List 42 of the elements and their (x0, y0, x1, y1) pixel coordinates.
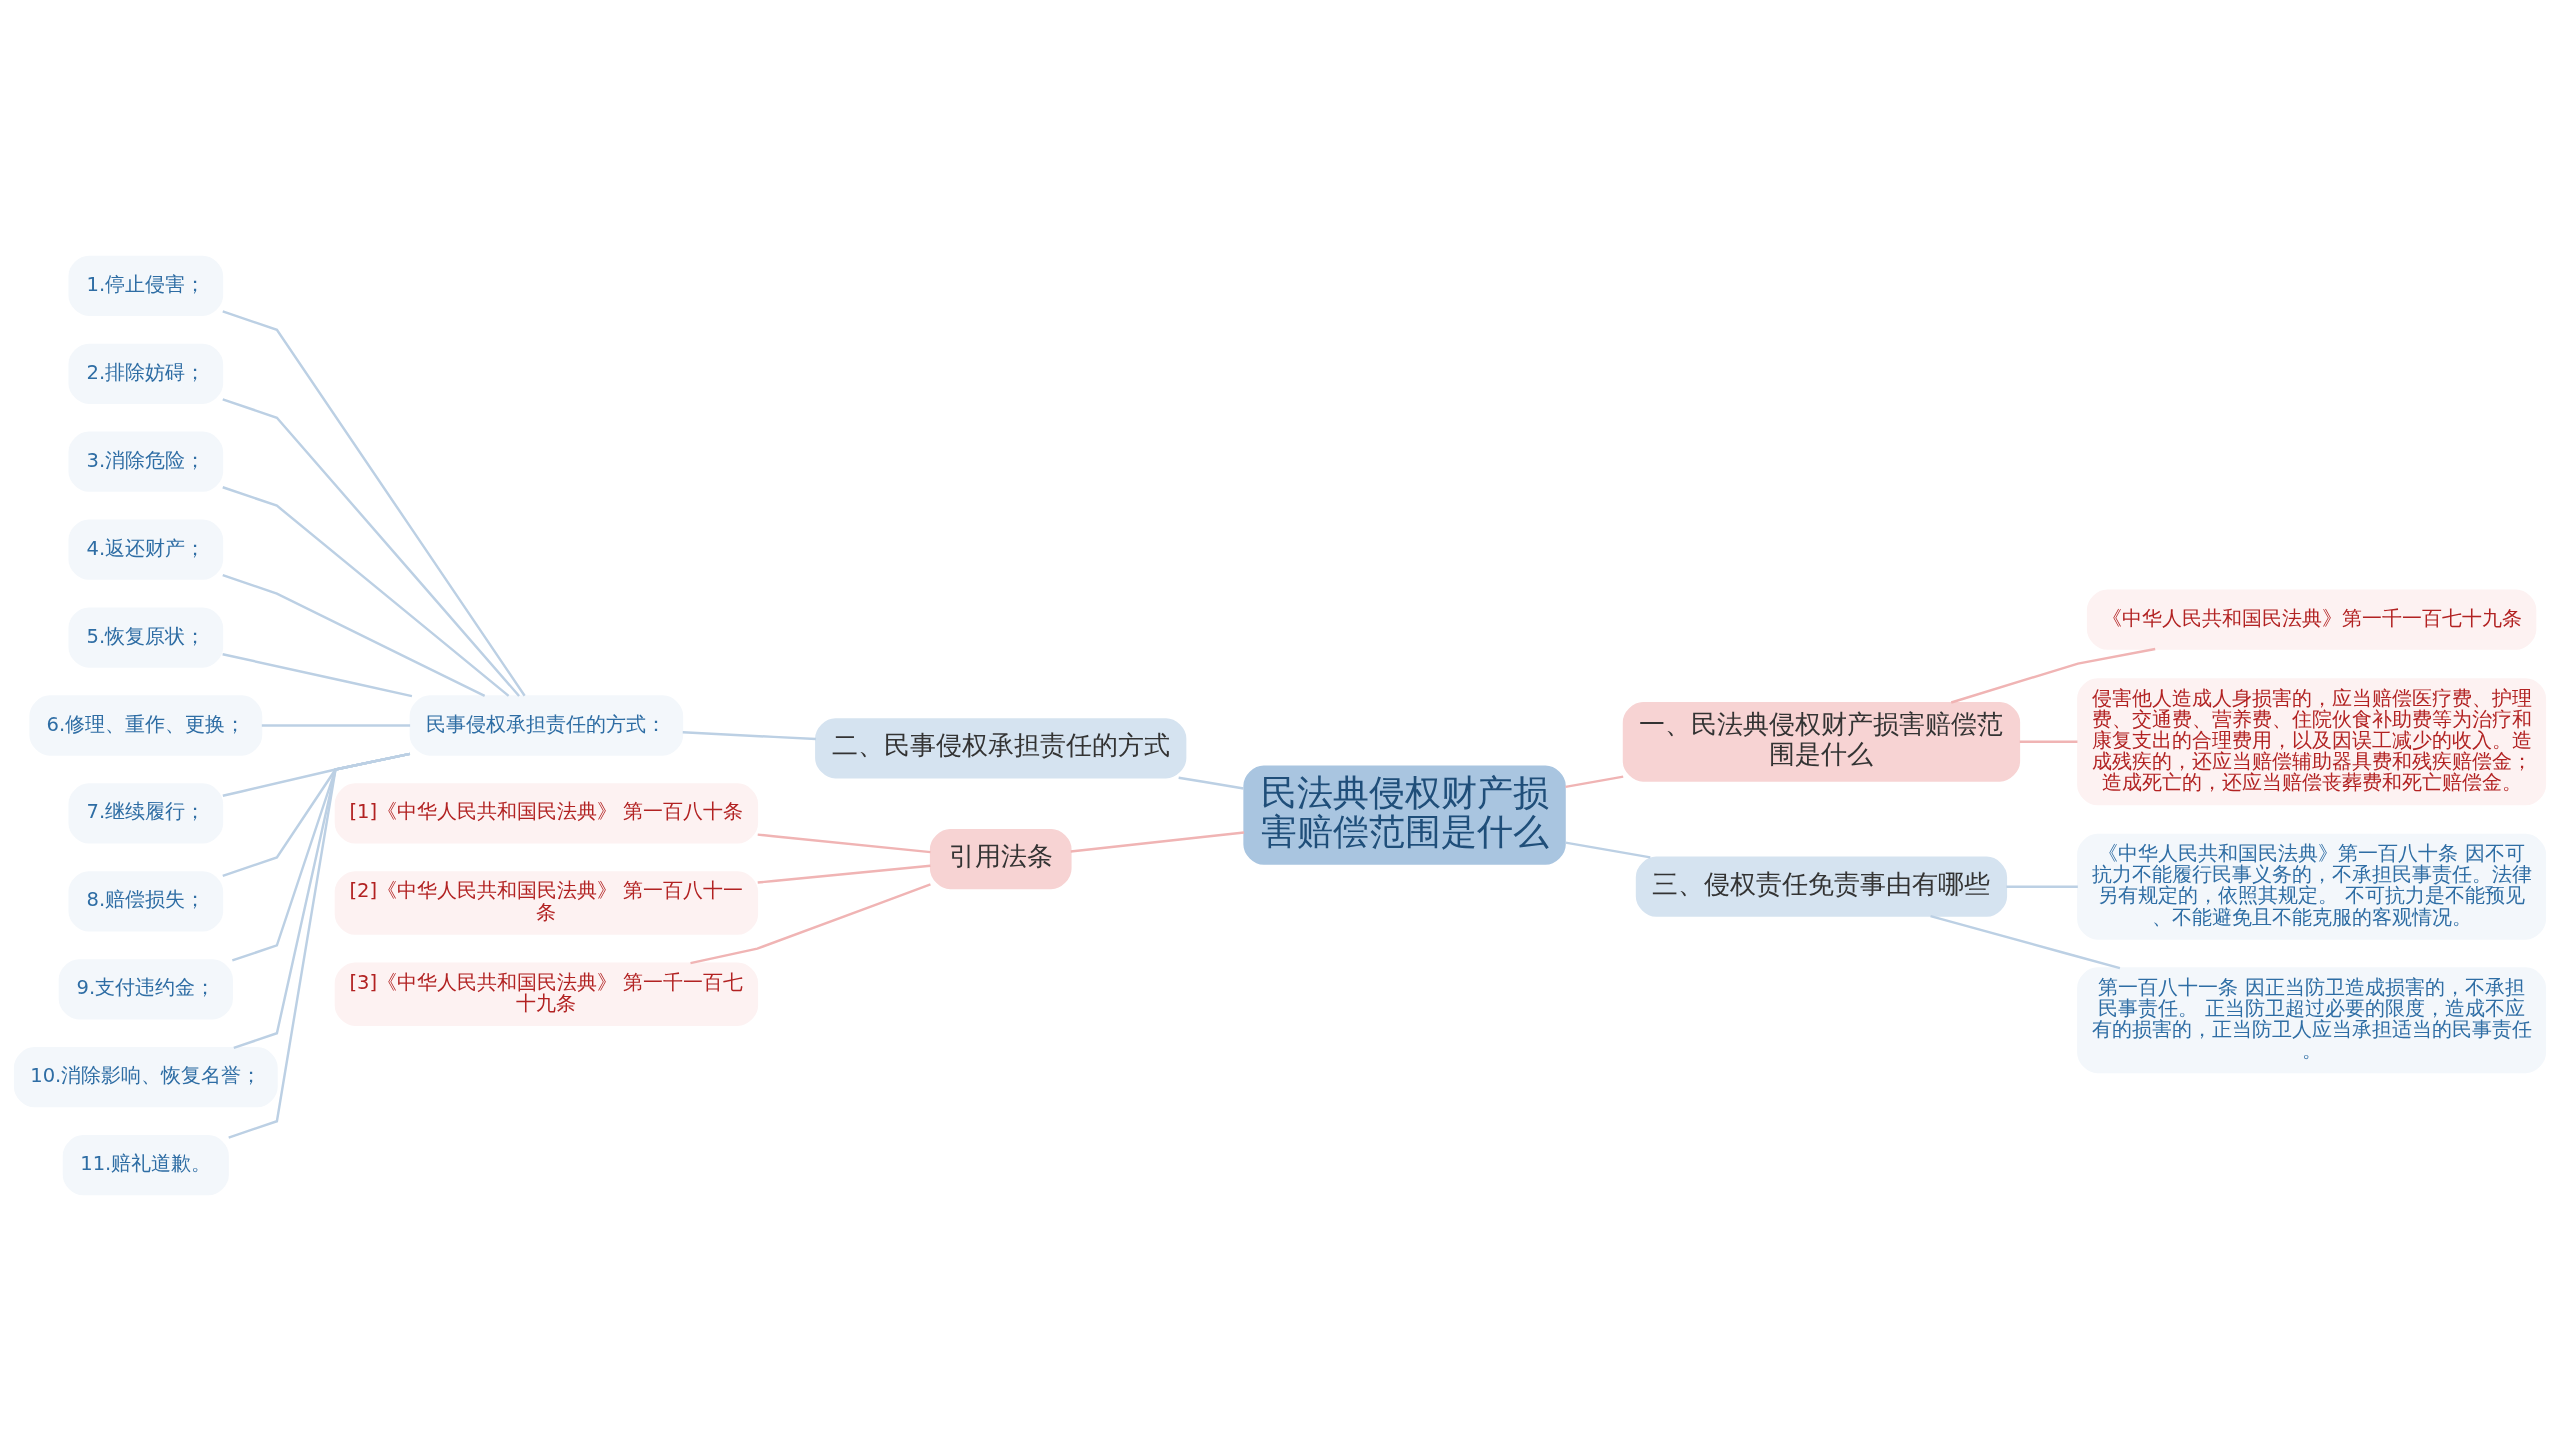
node-box: [2]《中华人民共和国民法典》 第一百八十一条 (334, 871, 759, 935)
node-box: 一、民法典侵权财产损害赔偿范围是什么 (1622, 701, 2021, 782)
node-box: 10.消除影响、恢复名誉； (13, 1047, 278, 1108)
connector (757, 833, 931, 854)
connector (1930, 915, 2121, 970)
node-box: 2.排除妨碍； (68, 343, 224, 404)
connector (1565, 775, 1624, 789)
node-box: 1.停止侵害； (68, 255, 224, 316)
node-box: [1]《中华人民共和国民法典》 第一百八十条 (334, 783, 759, 844)
connector (690, 883, 931, 965)
node-box: 8.赔偿损失； (68, 871, 224, 932)
node-box: 二、民事侵权承担责任的方式 (815, 718, 1187, 779)
connector (1565, 841, 1651, 859)
node-box: 11.赔礼道歉。 (62, 1135, 229, 1196)
node-box: 3.消除危险； (68, 431, 224, 492)
connector (261, 724, 411, 727)
connector (222, 486, 510, 697)
node-box: 三、侵权责任免责事由有哪些 (1635, 856, 2008, 917)
connector (2006, 885, 2078, 888)
node-box: 9.支付违约金； (58, 959, 233, 1020)
connector (222, 310, 526, 697)
connector (222, 398, 520, 697)
connector (757, 864, 931, 884)
connector (1070, 831, 1245, 853)
connector (2019, 740, 2078, 743)
connector (1950, 647, 2156, 704)
node-box: 民法典侵权财产损害赔偿范围是什么 (1243, 765, 1566, 865)
node-box: 民事侵权承担责任的方式： (409, 695, 684, 756)
node-box: 6.修理、重作、更换； (29, 695, 263, 756)
connector (1178, 776, 1244, 790)
node-box: 侵害他人造成人身损害的，应当赔偿医疗费、护理费、交通费、营养费、住院伙食补助费等为治疗和康复支出的合理费用，以及因误工减少的收入。造成残疾的，还应当赔偿辅助器具费和残疾赔偿金；造成死亡的，还应当赔偿丧葬费和死亡赔偿金。 (2077, 678, 2547, 806)
node-box: 5.恢复原状； (68, 607, 224, 668)
connector (222, 574, 486, 697)
connector (682, 731, 816, 741)
node-box: 7.继续履行； (68, 783, 224, 844)
node-box: [3]《中华人民共和国民法典》 第一千一百七十九条 (334, 962, 759, 1026)
node-box: 《中华人民共和国民法典》第一千一百七十九条 (2086, 589, 2537, 650)
node-box: 第一百八十一条 因正当防卫造成损害的，不承担民事责任。 正当防卫超过必要的限度，造成不应有的损害的，正当防卫人应当承担适当的民事责任。 (2077, 967, 2547, 1074)
node-box: 《中华人民共和国民法典》第一百八十条 因不可抗力不能履行民事义务的，不承担民事责任。法律另有规定的，依照其规定。 不可抗力是不能预见、不能避免且不能克服的客观情况。 (2077, 833, 2547, 940)
node-box: 引用法条 (929, 828, 1072, 890)
connector (222, 653, 413, 698)
node-box: 4.返还财产； (68, 519, 224, 580)
